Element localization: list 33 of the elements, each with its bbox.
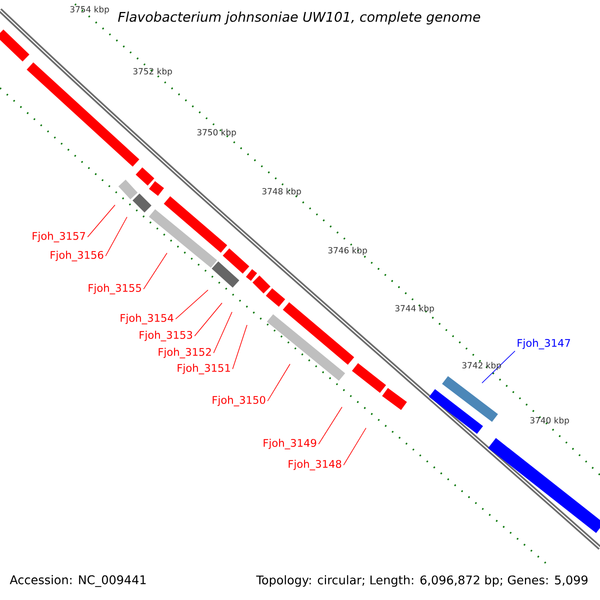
leader-line bbox=[175, 290, 208, 320]
gene-label: Fjoh_3147 bbox=[518, 338, 570, 350]
leader-line bbox=[343, 428, 366, 466]
scale-label: 3746 kbp bbox=[328, 246, 367, 256]
leader-line bbox=[213, 312, 232, 354]
gene-label: Fjoh_3152 bbox=[158, 348, 211, 358]
leader-line bbox=[482, 350, 516, 384]
leader-line bbox=[318, 406, 342, 444]
gene-label: Fjoh_3154 bbox=[120, 314, 174, 324]
scale-label: 3742 kbp bbox=[462, 362, 501, 370]
genome-info-label: Topology: circular; Length: 6,096,872 bp; Genes: 5,099 bbox=[256, 575, 588, 587]
scale-label: 3748 kbp bbox=[262, 188, 301, 196]
gene-label: Fjoh_3155 bbox=[88, 284, 141, 294]
accession-label: Accession: NC_009441 bbox=[10, 575, 146, 587]
leader-line bbox=[194, 302, 222, 336]
scale-label: 3750 kbp bbox=[197, 128, 236, 138]
title: Flavobacterium johnsoniae UW101, complete genome bbox=[118, 12, 480, 24]
gene-label: Fjoh_3153 bbox=[140, 330, 192, 342]
scale-label: 3752 kbp bbox=[133, 68, 172, 76]
scale-label: 3740 kbp bbox=[530, 416, 569, 426]
gene-label: Fjoh_3150 bbox=[212, 396, 266, 406]
gene-label: Fjoh_3156 bbox=[50, 250, 104, 262]
leader-line bbox=[87, 204, 116, 238]
gene-label: Fjoh_3157 bbox=[32, 232, 86, 242]
leader-line bbox=[267, 364, 290, 402]
gene-label: Fjoh_3151 bbox=[178, 364, 230, 374]
scale-label: 3754 kbp bbox=[70, 6, 109, 14]
leader-line bbox=[105, 216, 128, 256]
gene-label: Fjoh_3148 bbox=[288, 460, 342, 470]
leader-line bbox=[143, 252, 168, 290]
scale-label: 3744 kbp bbox=[395, 304, 434, 314]
leader-line bbox=[232, 324, 248, 370]
gene-label: Fjoh_3149 bbox=[264, 438, 316, 450]
